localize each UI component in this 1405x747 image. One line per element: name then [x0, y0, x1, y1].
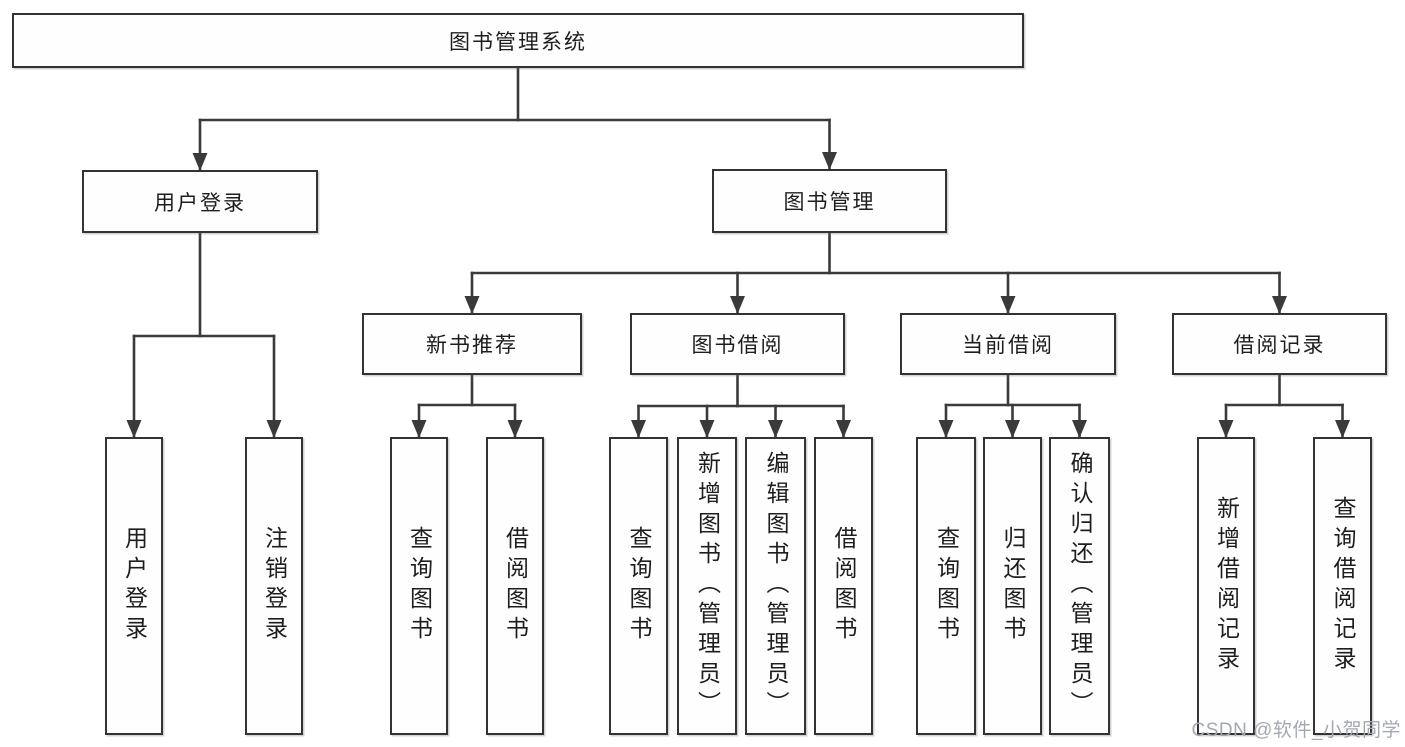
node-cb-return: 归还图书	[983, 437, 1042, 735]
node-cb-query: 查询图书	[916, 437, 976, 735]
node-library-system: 图书管理系统	[12, 13, 1024, 68]
node-br-add: 新增借阅记录	[1197, 437, 1255, 735]
node-book-mgmt: 图书管理	[712, 169, 947, 233]
node-rec-query: 查询图书	[390, 437, 448, 735]
node-br-query: 查询借阅记录	[1313, 437, 1372, 735]
node-borrow-records: 借阅记录	[1172, 313, 1387, 375]
node-bb-edit: 编辑图书（管理员）	[745, 437, 806, 735]
watermark: CSDN @软件_小贺同学	[1191, 720, 1401, 741]
node-bb-add: 新增图书（管理员）	[677, 437, 737, 735]
node-new-book-rec: 新书推荐	[362, 313, 582, 375]
node-cb-confirm: 确认归还（管理员）	[1049, 437, 1110, 735]
node-book-borrow: 图书借阅	[630, 313, 845, 375]
node-logout: 注销登录	[245, 437, 303, 735]
node-rec-borrow: 借阅图书	[486, 437, 544, 735]
node-bb-query: 查询图书	[609, 437, 668, 735]
node-user-login: 用户登录	[82, 170, 318, 233]
node-current-borrow: 当前借阅	[900, 313, 1116, 375]
node-bb-borrow: 借阅图书	[814, 437, 873, 735]
node-login: 用户登录	[105, 437, 163, 735]
